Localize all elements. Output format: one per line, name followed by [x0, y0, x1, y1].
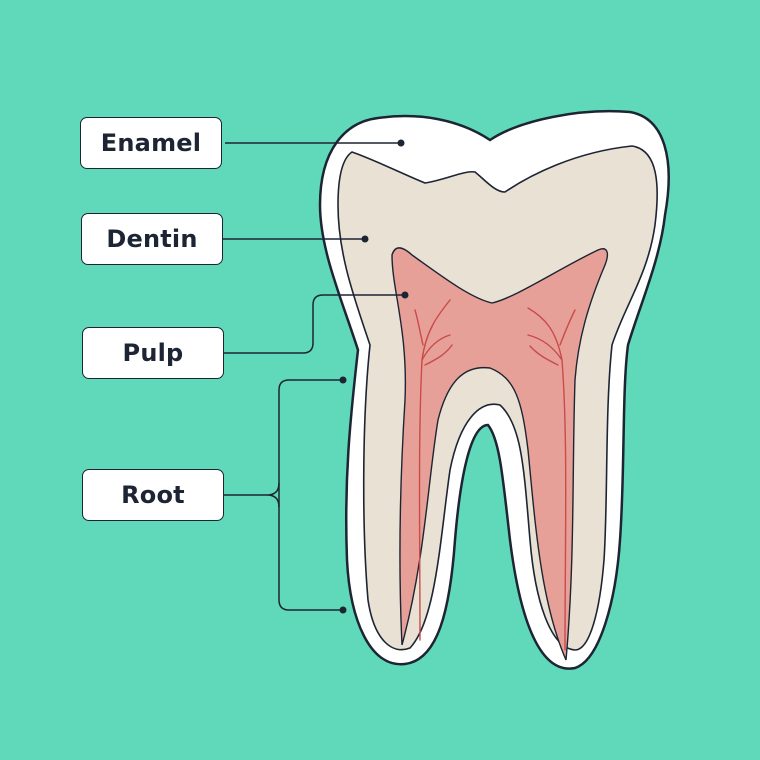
root-label: Root	[82, 469, 224, 521]
leader-lines	[222, 142, 405, 611]
root-bottom-marker-dot	[339, 606, 347, 614]
enamel-label: Enamel	[80, 117, 222, 169]
vessel-left-branch-2	[414, 309, 424, 346]
vessel-left-main	[418, 299, 451, 641]
pulp-marker-dot	[401, 291, 409, 299]
root-top-marker-dot	[339, 376, 347, 384]
pulp-label: Pulp	[82, 327, 224, 379]
vessel-right-branch-2	[559, 309, 576, 346]
dentin-label: Dentin	[81, 213, 223, 265]
vessel-right-branch-3	[529, 345, 559, 366]
pulp-chamber	[391, 247, 609, 661]
vessel-right-branch-1	[527, 334, 563, 361]
leader-dots	[339, 139, 409, 614]
enamel-marker-dot	[397, 139, 405, 147]
dentin-marker-dot	[361, 235, 369, 243]
vessel-left-branch-3	[424, 344, 453, 366]
root-bracket	[278, 379, 343, 611]
vessel-right-main	[527, 307, 567, 651]
vessel-left-branch-1	[421, 334, 451, 361]
pulp-leader-line	[223, 294, 405, 354]
pulp-blood-vessels	[414, 299, 576, 651]
root-bracket-stem	[223, 482, 280, 508]
